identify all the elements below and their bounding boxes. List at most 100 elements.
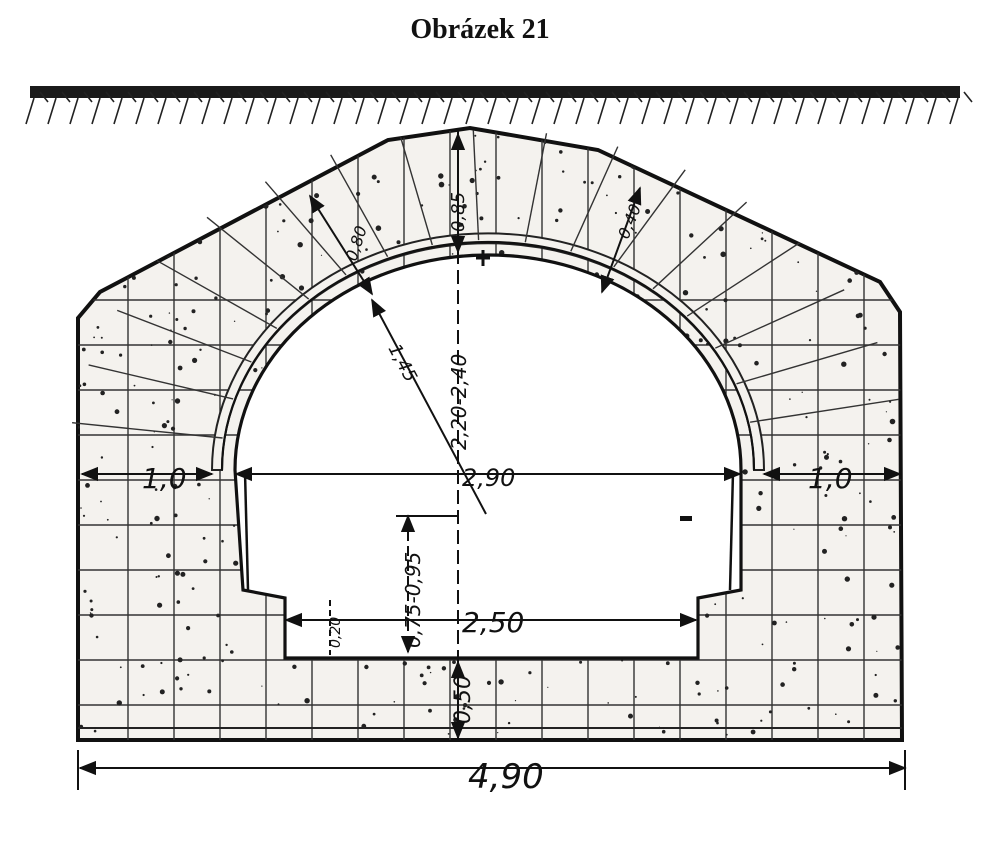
aggregate-dot <box>689 233 694 238</box>
aggregate-dot <box>140 664 145 668</box>
aggregate-dot <box>448 184 450 186</box>
aggregate-dot <box>282 219 286 223</box>
aggregate-dot <box>168 312 171 314</box>
voussoir-joint <box>570 146 619 252</box>
aggregate-dot <box>419 673 424 678</box>
aggregate-dot <box>90 608 94 612</box>
aggregate-dot <box>183 326 187 331</box>
aggregate-dot <box>100 350 104 355</box>
aggregate-dot <box>191 309 196 314</box>
aggregate-dot <box>634 695 637 698</box>
aggregate-dot <box>207 689 212 694</box>
aggregate-dot <box>562 170 565 173</box>
aggregate-dot <box>142 693 145 697</box>
aggregate-dot <box>186 135 191 140</box>
aggregate-dot <box>365 248 368 251</box>
aggregate-dot <box>396 240 401 245</box>
aggregate-dot <box>96 220 101 225</box>
aggregate-dot <box>157 602 163 608</box>
aggregate-dot <box>177 365 183 371</box>
aggregate-dot <box>310 128 314 132</box>
aggregate-dot <box>177 657 183 663</box>
aggregate-dot <box>768 710 772 714</box>
aggregate-dot <box>607 702 609 704</box>
aggregate-dot <box>213 129 219 135</box>
aggregate-dot <box>78 252 83 257</box>
aggregate-dot <box>887 437 892 443</box>
aggregate-dot <box>451 253 454 255</box>
aggregate-dot <box>835 231 838 234</box>
aggregate-dot <box>441 666 447 671</box>
aggregate-dot <box>144 163 150 169</box>
tunnel-opening <box>233 253 743 660</box>
aggregate-dot <box>173 513 178 518</box>
aggregate-dot <box>717 155 721 158</box>
aggregate-dot <box>151 445 154 449</box>
aggregate-dot <box>514 700 517 702</box>
aggregate-dot <box>555 218 559 223</box>
aggregate-dot <box>116 700 123 706</box>
aggregate-dot <box>486 680 492 686</box>
aggregate-dot <box>292 664 297 669</box>
aggregate-dot <box>665 661 670 666</box>
aggregate-dot <box>474 134 477 137</box>
aggregate-dot <box>269 278 273 282</box>
aggregate-dot <box>705 613 710 618</box>
label-wall-left: 1,0 <box>142 462 187 495</box>
aggregate-dot <box>208 498 210 500</box>
voussoir-joint <box>715 289 845 349</box>
aggregate-dot <box>614 211 618 215</box>
aggregate-dot <box>89 613 94 618</box>
aggregate-dot <box>698 143 702 147</box>
aggregate-dot <box>885 411 888 413</box>
aggregate-dot <box>682 290 689 296</box>
aggregate-dot <box>114 409 120 415</box>
aggregate-dot <box>761 232 764 234</box>
aggregate-dot <box>876 650 878 652</box>
voussoir-joint <box>400 137 433 246</box>
aggregate-dot <box>278 203 282 206</box>
aggregate-dot <box>838 526 844 531</box>
aggregate-dot <box>447 733 450 735</box>
aggregate-dot <box>834 187 837 191</box>
aggregate-dot <box>758 491 763 496</box>
aggregate-dot <box>371 174 377 180</box>
aggregate-dot <box>845 646 852 652</box>
aggregate-dot <box>150 173 156 178</box>
aggregate-dot <box>143 141 148 145</box>
aggregate-dot <box>331 169 333 171</box>
aggregate-dot <box>133 384 136 387</box>
voussoir-joints <box>72 130 899 439</box>
aggregate-dot <box>375 225 382 231</box>
aggregate-dot <box>823 247 829 253</box>
aggregate-dot <box>900 137 902 140</box>
aggregate-dot <box>426 665 431 670</box>
aggregate-dot <box>199 348 202 351</box>
aggregate-dot <box>894 146 900 152</box>
aggregate-dot <box>822 548 827 554</box>
aggregate-dot <box>146 227 150 232</box>
aggregate-dot <box>899 262 902 266</box>
aggregate-dot <box>583 180 586 184</box>
label-channel-depth: 0,20 <box>328 617 344 648</box>
aggregate-dot <box>155 576 158 578</box>
aggregate-dot <box>95 635 99 639</box>
left-sidewall-inner <box>243 471 250 591</box>
aggregate-dot <box>469 177 475 184</box>
aggregate-dot <box>166 553 171 559</box>
aggregate-dot <box>648 144 653 148</box>
aggregate-dot <box>172 483 178 490</box>
aggregate-dot <box>127 145 133 150</box>
aggregate-dot <box>725 733 728 736</box>
ground-surface <box>25 86 973 125</box>
aggregate-dot <box>835 713 837 715</box>
aggregate-dot <box>590 181 594 185</box>
aggregate-dot <box>180 571 186 577</box>
aggregate-dot <box>777 148 779 150</box>
aggregate-dot <box>78 266 84 272</box>
label-floor-width: 2,50 <box>462 606 524 639</box>
aggregate-dot <box>230 650 234 654</box>
aggregate-dot <box>867 443 870 445</box>
dim-line-arch-left <box>309 194 373 296</box>
aggregate-dot <box>148 257 150 260</box>
